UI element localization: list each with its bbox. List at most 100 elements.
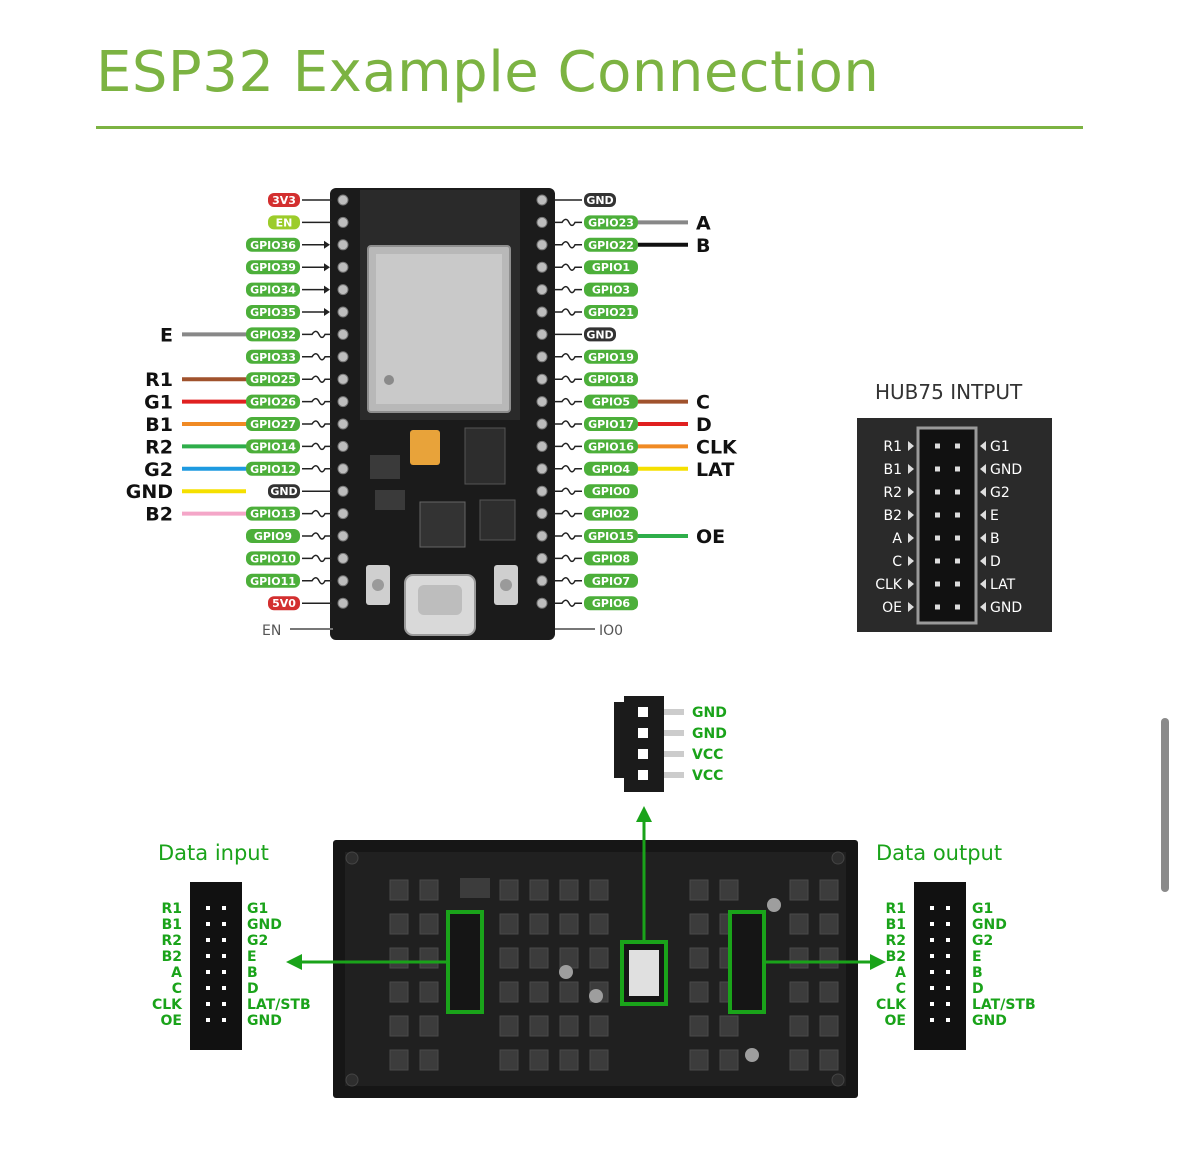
pin-gpio9: GPIO9	[246, 529, 332, 543]
header-hole	[337, 284, 349, 296]
data-pin-right-label: G1	[247, 901, 268, 917]
header-hole	[536, 396, 548, 408]
hub75-left-label: R1	[883, 439, 902, 455]
power-pin-label: VCC	[692, 747, 723, 763]
title-divider	[96, 126, 1083, 129]
header-hole	[337, 552, 349, 564]
data-pin-left-label: R2	[161, 933, 182, 949]
pin-label: GND	[270, 485, 297, 498]
pin-label: GPIO22	[588, 239, 634, 252]
header-hole	[337, 508, 349, 520]
pin-gpio14: GPIO14	[246, 439, 332, 454]
pin-gpio27: GPIO27	[246, 417, 332, 431]
pin-gpio11: GPIO11	[246, 573, 332, 588]
pin-gpio2: GPIO2	[554, 506, 638, 521]
header-hole	[337, 530, 349, 542]
hub75-left-label: B1	[883, 462, 902, 478]
pin-gpio35: GPIO35	[246, 305, 330, 319]
data-pin-right-label: GND	[972, 1013, 1007, 1029]
data-input-connector	[190, 882, 242, 1050]
hub75-left-label: C	[892, 554, 902, 570]
panel-input-connector	[446, 910, 484, 1014]
esp32-right-header	[536, 194, 548, 609]
header-hole	[337, 261, 349, 273]
header-hole	[536, 328, 548, 340]
header-hole	[536, 216, 548, 228]
hub75-left-label: CLK	[875, 577, 903, 593]
pin-gpio7: GPIO7	[554, 573, 638, 588]
pin-label: GPIO9	[254, 530, 292, 543]
hub75-right-label: E	[990, 508, 999, 524]
wire-g2: G2	[144, 459, 246, 481]
pin-gpio22: GPIO22	[554, 237, 638, 252]
pin-gnd: GND	[268, 484, 332, 499]
hub75-right-label: GND	[990, 462, 1022, 478]
header-hole	[536, 418, 548, 430]
pin-label: 5V0	[272, 597, 296, 610]
pin-3v3: 3V3	[268, 193, 332, 207]
hub75-right-label: D	[990, 554, 1001, 570]
pin-label: GPIO32	[250, 328, 296, 341]
power-pin-label: VCC	[692, 768, 723, 784]
data-output-title: Data output	[876, 841, 1002, 865]
header-hole	[337, 351, 349, 363]
data-pin-right-label: G1	[972, 901, 993, 917]
signal-label: OE	[696, 526, 725, 548]
power-pin: VCC	[638, 747, 723, 763]
header-hole	[536, 440, 548, 452]
pin-label: GPIO4	[592, 463, 631, 476]
hub75-right-label: GND	[990, 600, 1022, 616]
pin-gpio4: GPIO4	[554, 461, 638, 476]
data-pin-right-label: D	[972, 981, 984, 997]
header-hole	[536, 463, 548, 475]
power-pin-label: GND	[692, 705, 727, 721]
panel-output-connector	[728, 910, 766, 1014]
data-pin-right-label: GND	[972, 917, 1007, 933]
header-hole	[536, 306, 548, 318]
pin-label: GPIO25	[250, 373, 296, 386]
data-pin-left-label: R1	[161, 901, 182, 917]
header-hole	[337, 463, 349, 475]
header-hole	[337, 440, 349, 452]
led-panel-board	[333, 840, 858, 1098]
data-pin-right-label: B	[247, 965, 258, 981]
signal-label: B	[696, 235, 710, 257]
pin-label: GPIO0	[592, 485, 631, 498]
header-hole	[337, 239, 349, 251]
pin-gpio19: GPIO19	[554, 349, 638, 364]
pin-gpio1: GPIO1	[554, 260, 638, 275]
data-pin-right-label: G2	[247, 933, 268, 949]
wire-d: D	[638, 414, 712, 436]
page-title: ESP32 Example Connection	[96, 40, 880, 105]
data-pin-left-label: R1	[885, 901, 906, 917]
pin-gpio16: GPIO16	[554, 439, 638, 454]
header-hole	[337, 328, 349, 340]
pin-label: GPIO15	[588, 530, 634, 543]
pin-label: GPIO6	[592, 597, 631, 610]
signal-label: LAT	[696, 459, 734, 481]
pin-gnd: GND	[554, 327, 616, 342]
esp32-right-pin-labels: GNDGPIO23GPIO22GPIO1GPIO3GPIO21GNDGPIO19…	[554, 193, 638, 611]
data-pin-left-label: R2	[885, 933, 906, 949]
pin-en: EN	[268, 215, 332, 230]
pin-gpio39: GPIO39	[246, 260, 330, 275]
pin-label: GPIO3	[592, 284, 630, 297]
wire-b1: B1	[145, 414, 246, 436]
scrollbar[interactable]	[1161, 718, 1169, 892]
pin-label: GPIO27	[250, 418, 296, 431]
pin-gpio6: GPIO6	[554, 596, 638, 611]
wire-r2: R2	[145, 436, 246, 458]
power-pin: GND	[638, 705, 727, 721]
header-hole	[337, 216, 349, 228]
signal-label: R1	[145, 369, 173, 391]
